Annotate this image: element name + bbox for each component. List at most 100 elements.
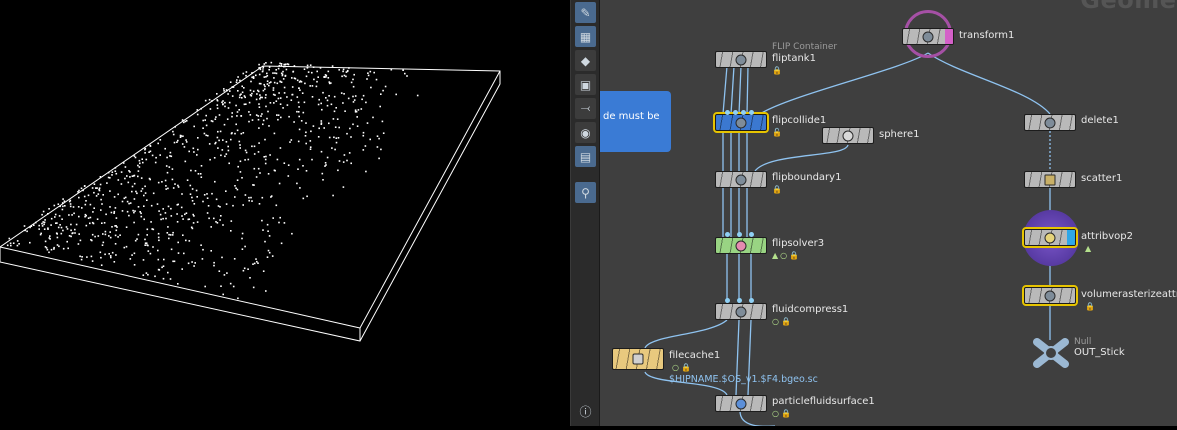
particle: [132, 209, 134, 212]
particle: [258, 63, 260, 66]
pin-icon[interactable]: ⚲: [575, 182, 596, 203]
info-icon[interactable]: ⓘ: [579, 405, 592, 419]
particle: [104, 253, 106, 256]
input-port[interactable]: [725, 232, 730, 237]
particle: [264, 88, 266, 90]
particle: [249, 94, 252, 96]
particle: [360, 108, 363, 110]
particle: [59, 224, 61, 226]
particle: [219, 219, 221, 221]
particle: [239, 171, 242, 173]
particle: [316, 70, 318, 73]
input-port[interactable]: [737, 232, 742, 237]
particle: [116, 226, 118, 228]
node-volumerasterizeattributes[interactable]: [1022, 285, 1078, 306]
particle: [220, 154, 222, 157]
checker-icon[interactable]: ▦: [575, 26, 596, 47]
node-out-stick[interactable]: [1033, 338, 1069, 368]
display-icon[interactable]: ◆: [575, 50, 596, 71]
particle: [86, 256, 88, 258]
particle: [214, 142, 216, 145]
particle: [259, 96, 262, 99]
sticky-note[interactable]: de must be: [600, 91, 671, 152]
particle: [237, 90, 239, 92]
input-port[interactable]: [725, 298, 730, 303]
particle: [296, 79, 299, 82]
particle: [242, 132, 245, 134]
select-icon[interactable]: ✎: [575, 2, 596, 23]
particle: [207, 205, 210, 207]
camera-icon[interactable]: ▤: [575, 146, 596, 167]
particle: [166, 156, 168, 159]
particle: [225, 89, 228, 91]
particle: [75, 223, 78, 226]
node-delete1[interactable]: [1024, 114, 1076, 131]
node-label-transform1: transform1: [959, 30, 1015, 41]
particle: [43, 228, 46, 230]
particle: [296, 182, 298, 185]
viewport[interactable]: [0, 0, 570, 426]
particle: [62, 247, 65, 250]
particle: [59, 205, 61, 208]
input-port[interactable]: [725, 110, 730, 115]
node-sphere1[interactable]: [822, 127, 874, 144]
particle: [227, 93, 229, 95]
particle: [73, 212, 75, 215]
particle: [187, 218, 190, 221]
particle: [157, 268, 160, 271]
particle: [251, 145, 253, 148]
particle: [323, 76, 325, 78]
input-port[interactable]: [749, 232, 754, 237]
input-port[interactable]: [741, 110, 746, 115]
network-editor[interactable]: Geometry de must be transform1 FLIP Cont…: [600, 0, 1177, 426]
particle: [135, 190, 137, 193]
particle: [281, 74, 284, 77]
particle: [196, 113, 199, 116]
particle: [216, 222, 219, 224]
node-flipboundary1[interactable]: [715, 171, 767, 188]
handle-icon[interactable]: ⤙: [575, 98, 596, 119]
particle: [367, 74, 370, 77]
particle: [202, 200, 204, 203]
particle: [244, 159, 246, 161]
node-fluidcompress1[interactable]: [715, 303, 767, 320]
status-icons: ○🔒: [772, 317, 793, 326]
snap-icon[interactable]: ▣: [575, 74, 596, 95]
node-transform1[interactable]: [902, 28, 954, 45]
particle: [149, 145, 152, 147]
node-filecache1[interactable]: [612, 348, 664, 370]
record-icon[interactable]: ◉: [575, 122, 596, 143]
input-port[interactable]: [749, 110, 754, 115]
node-flipsolver3[interactable]: [715, 237, 767, 254]
particle: [128, 170, 130, 172]
particle: [60, 232, 63, 235]
particle: [223, 90, 225, 92]
input-port[interactable]: [733, 110, 738, 115]
node-attribvop2[interactable]: [1022, 227, 1078, 248]
particle: [382, 89, 384, 92]
particle: [225, 153, 228, 155]
particle: [109, 206, 111, 208]
particle: [99, 183, 102, 186]
particle: [302, 197, 305, 200]
particle: [366, 122, 369, 124]
particle: [253, 184, 255, 186]
input-port[interactable]: [737, 298, 742, 303]
particle: [57, 226, 60, 229]
particle: [200, 107, 202, 110]
input-port[interactable]: [749, 298, 754, 303]
particle: [185, 239, 187, 242]
particle: [165, 217, 167, 220]
particle: [333, 110, 336, 113]
particle: [234, 196, 236, 198]
particle: [354, 111, 357, 113]
particle: [309, 146, 312, 148]
node-scatter1[interactable]: [1024, 171, 1076, 188]
particle: [48, 208, 50, 210]
node-fliptank1[interactable]: [715, 51, 767, 68]
particle: [41, 213, 43, 216]
node-flipcollide1[interactable]: [713, 112, 769, 133]
particle: [176, 204, 179, 206]
particle: [273, 81, 276, 84]
node-particlefluidsurface1[interactable]: [715, 395, 767, 412]
